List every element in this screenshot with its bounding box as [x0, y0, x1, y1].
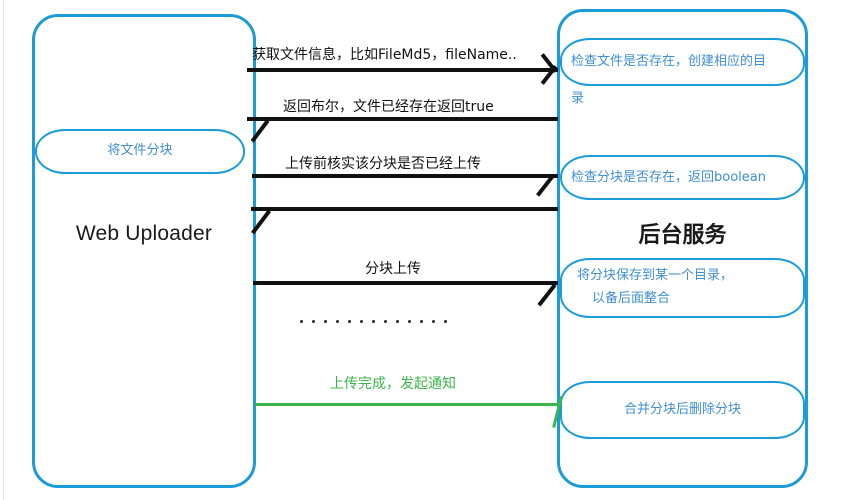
ellipsis-dot	[408, 320, 411, 323]
message-label-verify-chunk: 上传前核实该分块是否已经上传	[285, 156, 481, 172]
message-line-return-boolean	[247, 117, 558, 121]
message-line-verify-chunk	[252, 174, 558, 178]
message-arrowhead-verify-chunk	[536, 175, 554, 197]
message-line-chunk-exists-reply	[251, 207, 558, 211]
ellipsis-dot	[420, 320, 423, 323]
message-label-return-boolean: 返回布尔，文件已经存在返回true	[283, 99, 494, 115]
message-line-chunk-upload	[253, 281, 558, 285]
message-label-chunk-upload: 分块上传	[365, 261, 421, 277]
actor-lane-backend-service	[557, 9, 808, 488]
message-label-upload-complete: 上传完成，发起通知	[330, 376, 456, 392]
page-edge-artifact	[3, 0, 4, 500]
ellipsis-dot	[336, 320, 339, 323]
actor-label-web-uploader: Web Uploader	[75, 222, 213, 245]
ellipsis-dot	[360, 320, 363, 323]
message-arrowhead-chunk-upload	[537, 283, 557, 307]
repeat-ellipsis	[300, 320, 456, 323]
note-save-chunk-line2: 以备后面整合	[592, 291, 671, 306]
ellipsis-dot	[432, 320, 435, 323]
note-merge-chunk-text: 合并分块后删除分块	[623, 402, 741, 417]
actor-lane-web-uploader	[32, 14, 256, 488]
message-line-upload-complete	[255, 403, 560, 406]
note-check-chunk-exists	[560, 155, 805, 200]
note-check-file-exists	[560, 38, 805, 86]
note-check-file-exists-line2: 录	[571, 91, 585, 106]
ellipsis-dot	[372, 320, 375, 323]
note-check-file-exists-line1: 检查文件是否存在，创建相应的目	[571, 54, 767, 69]
note-split-file	[35, 129, 245, 174]
actor-label-backend-service: 后台服务	[638, 223, 727, 248]
note-split-file-text: 将文件分块	[107, 143, 173, 158]
message-label-get-file-info: 获取文件信息，比如FileMd5，fileName..	[252, 47, 517, 63]
ellipsis-dot	[444, 320, 447, 323]
note-save-chunk-line1: 将分块保存到某一个目录，	[577, 268, 734, 283]
note-save-chunk	[560, 258, 805, 318]
message-line-get-file-info	[247, 68, 558, 72]
ellipsis-dot	[324, 320, 327, 323]
ellipsis-dot	[312, 320, 315, 323]
ellipsis-dot	[348, 320, 351, 323]
ellipsis-dot	[384, 320, 387, 323]
ellipsis-dot	[300, 320, 303, 323]
note-merge-chunk	[560, 381, 805, 439]
note-check-chunk-exists-text: 检查分块是否存在，返回boolean	[571, 170, 766, 185]
ellipsis-dot	[396, 320, 399, 323]
